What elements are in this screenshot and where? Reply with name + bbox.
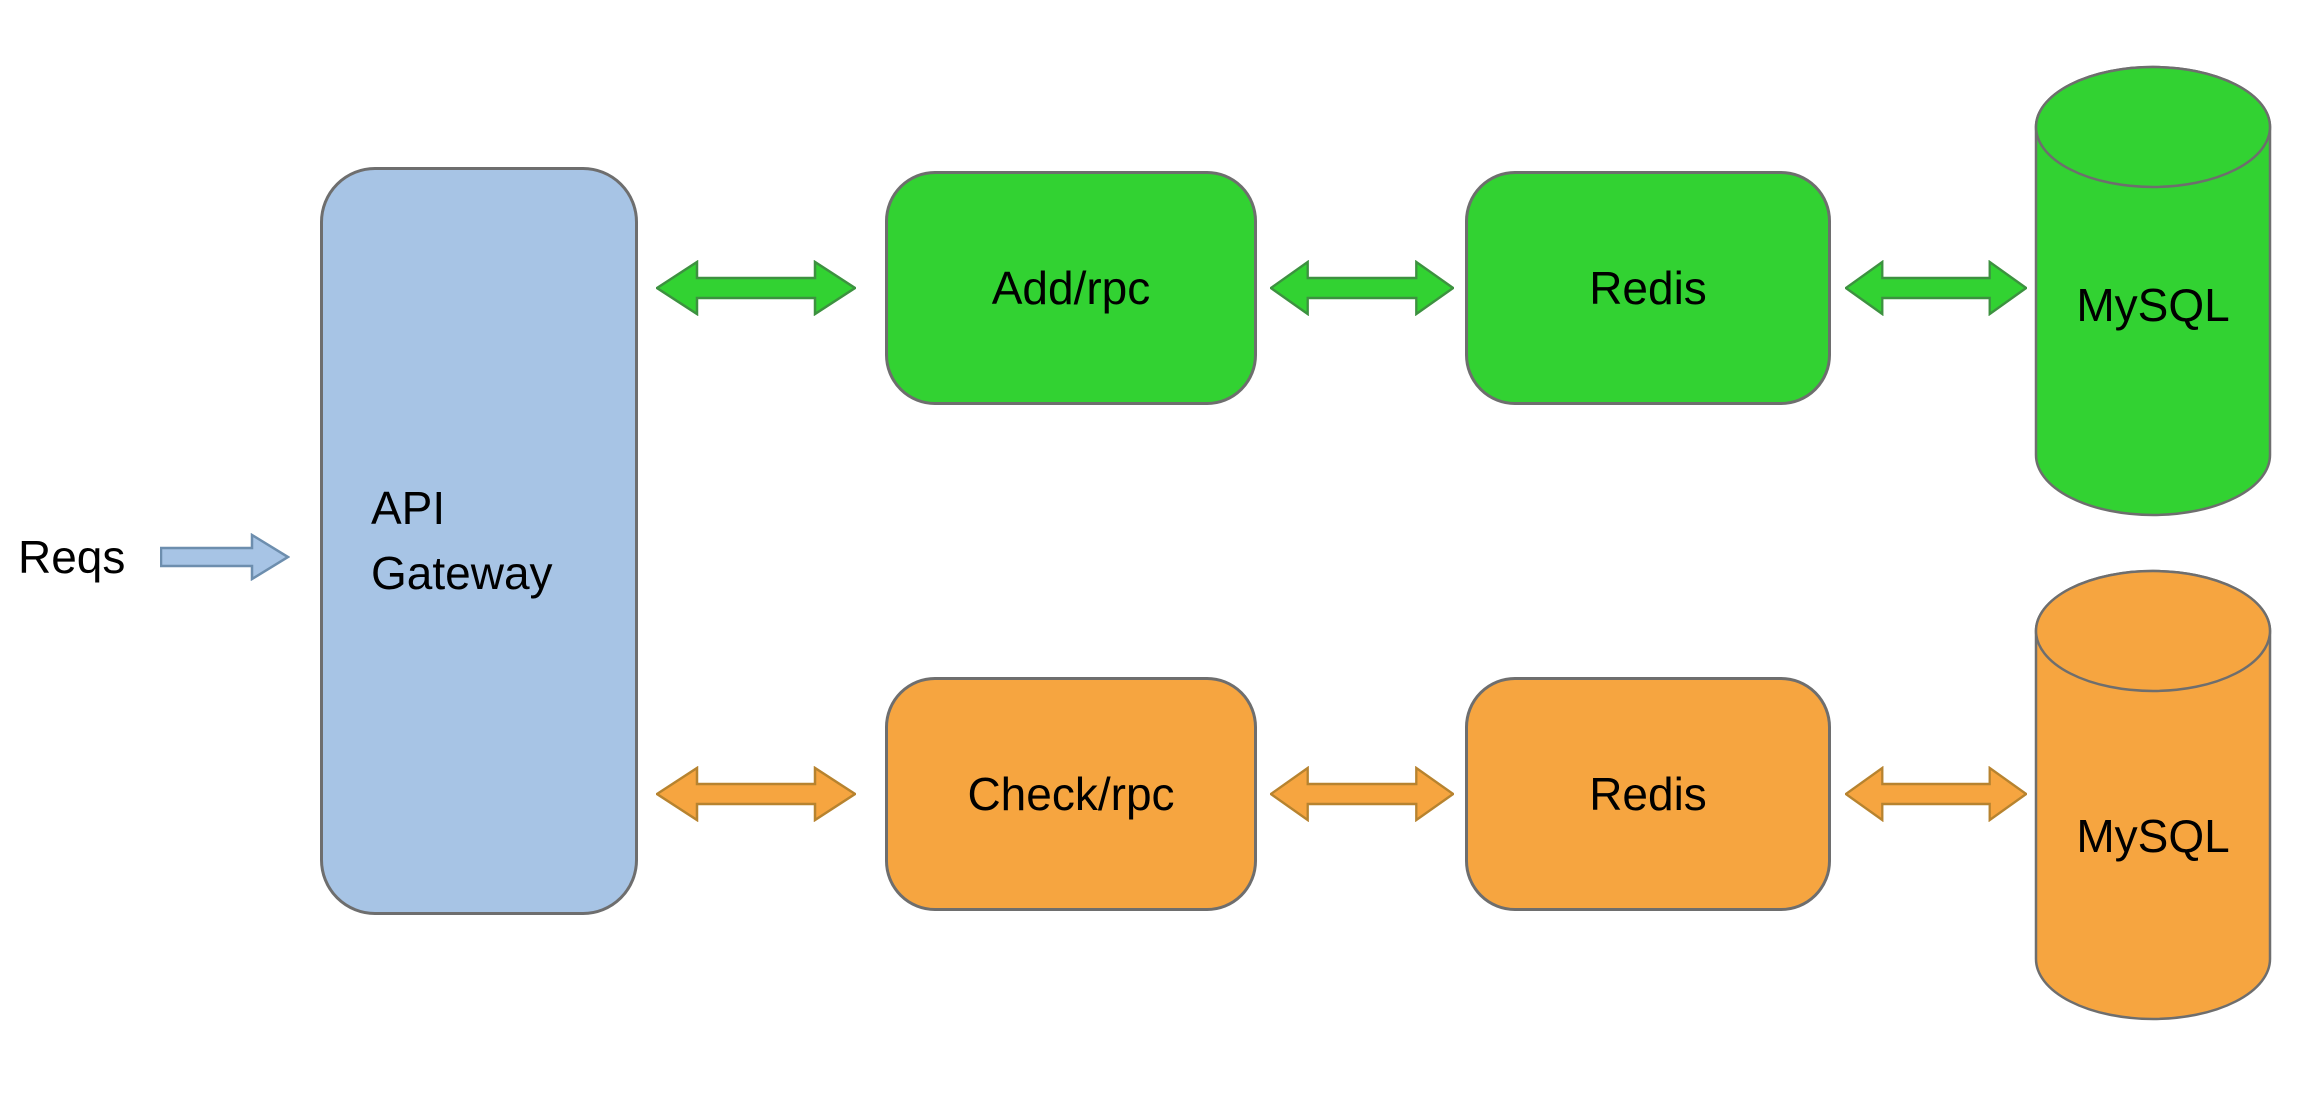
redis-mysql-arrow-icon xyxy=(1845,260,2027,316)
double-arrow-shape xyxy=(1270,766,1454,822)
add-mysql-database-node: MySQL xyxy=(2034,65,2272,517)
api-gateway-label: API Gateway xyxy=(371,481,553,599)
add-mysql-database-label: MySQL xyxy=(2076,278,2230,331)
cylinder-top xyxy=(2034,569,2272,693)
double-arrow-shape xyxy=(1845,260,2027,316)
redis-mysql-arrow2-icon xyxy=(1845,766,2027,822)
add-rpc-service-node: Add/rpc xyxy=(885,171,1257,405)
requests-arrow-shape xyxy=(160,533,290,581)
add-redis-cache-node: Redis xyxy=(1465,171,1831,405)
check-mysql-database-label: MySQL xyxy=(2076,809,2230,862)
requests-arrow-icon xyxy=(160,533,290,581)
check-rpc-service-node: Check/rpc xyxy=(885,677,1257,911)
check-mysql-database-node: MySQL xyxy=(2034,569,2272,1021)
cylinder-top xyxy=(2034,65,2272,189)
check-redis-cache-node: Redis xyxy=(1465,677,1831,911)
gateway-addrpc-arrow-icon xyxy=(656,260,856,316)
check-rpc-service-label: Check/rpc xyxy=(967,768,1175,820)
double-arrow-shape xyxy=(656,766,856,822)
check-redis-cache-label: Redis xyxy=(1589,768,1707,820)
add-rpc-service-label: Add/rpc xyxy=(991,262,1151,314)
checkrpc-redis-arrow-icon xyxy=(1270,766,1454,822)
double-arrow-shape xyxy=(1845,766,2027,822)
addrpc-redis-arrow-icon xyxy=(1270,260,1454,316)
add-redis-cache-label: Redis xyxy=(1589,262,1707,314)
requests-label: Reqs xyxy=(18,531,126,583)
database-cylinder-icon xyxy=(2034,569,2272,1021)
api-gateway-node: API Gateway xyxy=(320,167,638,915)
gateway-checkrpc-arrow-icon xyxy=(656,766,856,822)
database-cylinder-icon xyxy=(2034,65,2272,517)
double-arrow-shape xyxy=(656,260,856,316)
double-arrow-shape xyxy=(1270,260,1454,316)
